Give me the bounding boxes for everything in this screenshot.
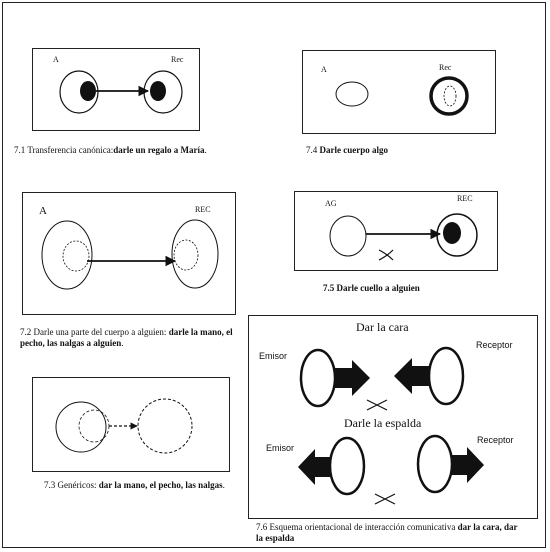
- caption-7-1: 7.1 Transferencia canónica:darle un rega…: [14, 145, 207, 155]
- diagram-7-3: [55, 398, 193, 454]
- recipient-label: Rec: [171, 55, 184, 64]
- diagram-7-4: [335, 76, 469, 116]
- diagram-7-2: [41, 219, 219, 290]
- caption-7-2: 7.2 Darle una parte del cuerpo a alguien…: [20, 327, 233, 348]
- diagram-7-5: [329, 213, 478, 261]
- emitter-oval-top: [299, 348, 337, 408]
- recipient-label: REC: [195, 205, 211, 214]
- cross-mark: [378, 249, 394, 261]
- recipient-circle: [429, 76, 469, 116]
- receiver-oval-top: [427, 346, 465, 406]
- caption-7-3: 7.3 Genéricos: dar la mano, el pecho, la…: [44, 480, 225, 490]
- agent-oval: [41, 220, 93, 290]
- caption-7-4: 7.4 Darle cuerpo algo: [306, 145, 388, 155]
- body-part-dashed: [443, 85, 457, 107]
- panel-7-1: A Rec: [32, 48, 200, 131]
- agent-circle: [329, 215, 367, 257]
- transferred-object: [150, 81, 166, 101]
- emitter-arrow-left: [298, 449, 330, 485]
- figure-frame: [2, 2, 546, 548]
- panel-7-5: AG REC: [294, 191, 498, 271]
- receiver-label-bottom: Receptor: [477, 435, 514, 445]
- receiver-label-top: Receptor: [476, 340, 513, 350]
- emitter-label-bottom: Emisor: [266, 443, 295, 453]
- agent-label: A: [321, 65, 327, 74]
- recipient-oval: [171, 219, 219, 289]
- caption-7-6: 7.6 Esquema orientacional de interacción…: [256, 522, 518, 543]
- panel-7-4: A Rec: [302, 50, 496, 134]
- recipient-body-part: [173, 239, 199, 271]
- cross-mark-top: [366, 399, 388, 411]
- title-face: Dar la cara: [356, 320, 409, 334]
- neck-part: [443, 222, 461, 244]
- emitter-label-top: Emisor: [259, 351, 288, 361]
- diagram-7-1: [59, 70, 183, 114]
- title-back: Darle la espalda: [344, 416, 422, 430]
- agent-label: A: [39, 205, 47, 217]
- generic-recipient: [137, 398, 193, 454]
- recipient-label: Rec: [439, 63, 452, 72]
- panel-7-2: A REC: [22, 192, 236, 315]
- receiver-oval-bottom: [416, 434, 454, 494]
- agent-body-part: [62, 240, 90, 272]
- caption-7-5: 7.5 Darle cuello a alguien: [323, 283, 420, 293]
- panel-7-6: Dar la cara Emisor Receptor Darle la esp…: [248, 315, 538, 519]
- recipient-label: REC: [457, 194, 473, 203]
- panel-7-3: [32, 377, 230, 472]
- diagram-7-6: [298, 346, 484, 505]
- agent-oval: [335, 81, 369, 107]
- agent-circle: [55, 401, 107, 453]
- emitter-oval-bottom: [328, 436, 366, 496]
- transfer-object: [80, 81, 96, 101]
- cross-mark-bottom: [374, 493, 396, 505]
- receiver-arrow-right: [452, 447, 484, 483]
- agent-label: AG: [325, 199, 337, 208]
- agent-label: A: [53, 55, 59, 64]
- receiver-arrow-left: [394, 358, 429, 394]
- emitter-arrow-right: [335, 360, 370, 396]
